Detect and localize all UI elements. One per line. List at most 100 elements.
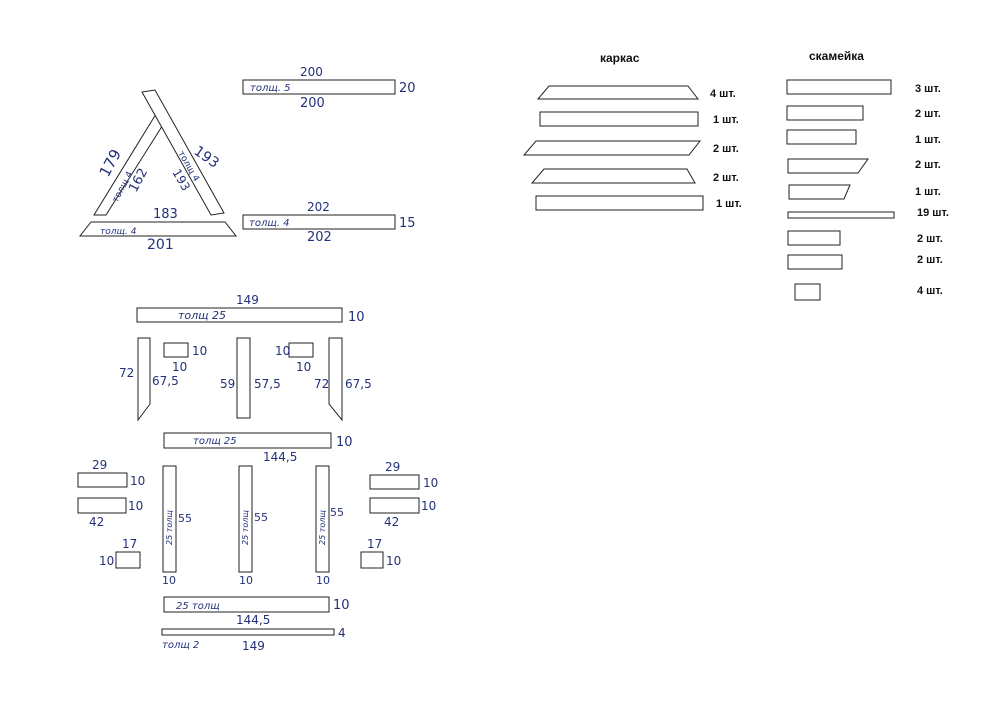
svg-text:10: 10 xyxy=(130,474,145,488)
svg-text:10: 10 xyxy=(162,574,176,587)
svg-text:25 толщ: 25 толщ xyxy=(318,510,327,545)
svg-text:толщ. 4: толщ. 4 xyxy=(249,218,289,229)
bench-count-3: 1 шт. xyxy=(915,134,941,146)
post-1: 25 толщ 55 10 xyxy=(162,465,192,587)
svg-text:202: 202 xyxy=(307,200,330,214)
frame-parts-list: каркас 4 шт. 1 шт. 2 шт. 2 шт. 1 шт. xyxy=(522,51,742,211)
bench-count-7: 2 шт. xyxy=(917,233,943,245)
svg-text:42: 42 xyxy=(89,515,104,529)
triangle-frame: 179 толщ 4 162 193 толщ 4 193 183 толщ. … xyxy=(78,89,238,253)
frame-part-2 xyxy=(539,111,699,127)
svg-text:4: 4 xyxy=(338,626,346,640)
triangle-base-bottom-label: 201 xyxy=(147,237,174,253)
frame-title: каркас xyxy=(600,51,640,65)
svg-text:25 толщ: 25 толщ xyxy=(176,601,220,612)
frame-part-1 xyxy=(536,85,700,100)
bench-part-9 xyxy=(794,283,821,301)
leg-3: 72 67,5 xyxy=(314,337,372,422)
triangle-right-board xyxy=(141,89,225,216)
svg-text:200: 200 xyxy=(300,65,323,79)
bench-part-2 xyxy=(786,105,864,121)
svg-text:67,5: 67,5 xyxy=(345,377,372,391)
bench-title: скамейка xyxy=(809,49,864,63)
svg-text:149: 149 xyxy=(236,293,259,307)
frame-part-3 xyxy=(522,140,702,156)
svg-text:200: 200 xyxy=(300,96,325,111)
svg-text:толщ 25: толщ 25 xyxy=(178,309,226,322)
bench-count-9: 4 шт. xyxy=(917,285,943,297)
svg-text:10: 10 xyxy=(172,360,187,374)
bench-part-4 xyxy=(787,158,869,174)
post-3: 25 толщ 55 10 xyxy=(315,465,344,587)
bench-parts-list: скамейка 3 шт. 2 шт. 1 шт. 2 шт. 1 шт. 1… xyxy=(786,49,949,301)
svg-text:толщ 25: толщ 25 xyxy=(193,436,237,447)
frame-part-5 xyxy=(535,195,704,211)
svg-text:57,5: 57,5 xyxy=(254,377,281,391)
frame-count-3: 2 шт. xyxy=(713,143,739,155)
svg-text:72: 72 xyxy=(314,377,329,391)
board-144-5-lower: 25 толщ 10 144,5 xyxy=(163,596,350,627)
svg-text:10: 10 xyxy=(128,499,143,513)
square-1: 10 10 xyxy=(163,342,207,374)
svg-text:42: 42 xyxy=(384,515,399,529)
board-200: 200 толщ. 5 20 200 xyxy=(242,65,416,111)
svg-text:10: 10 xyxy=(275,344,290,358)
svg-text:10: 10 xyxy=(386,554,401,568)
svg-text:17: 17 xyxy=(367,537,382,551)
svg-text:15: 15 xyxy=(399,216,416,231)
bench-part-5 xyxy=(788,184,851,200)
frame-count-2: 1 шт. xyxy=(713,114,739,126)
svg-text:10: 10 xyxy=(316,574,330,587)
board-144-5-upper: толщ 25 10 144,5 xyxy=(163,432,353,464)
leg-2: 59 57,5 xyxy=(220,337,281,419)
bench-count-8: 2 шт. xyxy=(917,254,943,266)
svg-text:10: 10 xyxy=(239,574,253,587)
svg-text:20: 20 xyxy=(399,81,416,96)
frame-count-5: 1 шт. xyxy=(716,198,742,210)
svg-text:толщ 2: толщ 2 xyxy=(162,640,199,651)
svg-text:55: 55 xyxy=(178,512,192,525)
svg-text:29: 29 xyxy=(385,460,400,474)
triangle-base-thickness-label: толщ. 4 xyxy=(100,227,137,237)
frame-part-4 xyxy=(530,168,696,184)
board-149-bottom: 4 толщ 2 149 xyxy=(161,626,346,653)
svg-text:149: 149 xyxy=(242,639,265,653)
svg-text:10: 10 xyxy=(348,310,365,325)
bench-count-2: 2 шт. xyxy=(915,108,941,120)
bench-count-6: 19 шт. xyxy=(917,207,949,219)
svg-text:55: 55 xyxy=(330,506,344,519)
post-2: 25 толщ 55 10 xyxy=(238,465,268,587)
svg-text:10: 10 xyxy=(296,360,311,374)
triangle-base-top-label: 183 xyxy=(153,207,178,222)
bench-part-1 xyxy=(786,79,892,95)
svg-text:17: 17 xyxy=(122,537,137,551)
right-small-blocks: 29 10 10 42 17 10 xyxy=(360,460,438,569)
bench-count-4: 2 шт. xyxy=(915,159,941,171)
bench-count-1: 3 шт. xyxy=(915,83,941,95)
square-2: 10 10 xyxy=(275,342,314,374)
svg-text:59: 59 xyxy=(220,377,235,391)
svg-text:10: 10 xyxy=(421,499,436,513)
frame-count-1: 4 шт. xyxy=(710,88,736,100)
leg-1: 72 67,5 xyxy=(119,337,179,422)
bench-part-7 xyxy=(787,230,841,246)
svg-text:25 толщ: 25 толщ xyxy=(241,510,250,545)
svg-text:72: 72 xyxy=(119,366,134,380)
svg-text:202: 202 xyxy=(307,230,332,245)
triangle-base-board xyxy=(78,221,238,237)
board-149-top: 149 толщ 25 10 xyxy=(136,293,365,325)
bench-part-3 xyxy=(786,129,857,145)
board-202: 202 толщ. 4 15 202 xyxy=(242,200,416,245)
left-small-blocks: 29 10 10 42 17 10 xyxy=(77,458,145,569)
bench-count-5: 1 шт. xyxy=(915,186,941,198)
svg-text:25 толщ: 25 толщ xyxy=(165,510,174,545)
svg-text:67,5: 67,5 xyxy=(152,374,179,388)
svg-text:29: 29 xyxy=(92,458,107,472)
svg-text:10: 10 xyxy=(192,344,207,358)
svg-text:толщ. 5: толщ. 5 xyxy=(250,83,290,94)
svg-text:10: 10 xyxy=(333,598,350,613)
frame-count-4: 2 шт. xyxy=(713,172,739,184)
svg-text:144,5: 144,5 xyxy=(236,613,270,627)
bench-part-8 xyxy=(787,254,843,270)
